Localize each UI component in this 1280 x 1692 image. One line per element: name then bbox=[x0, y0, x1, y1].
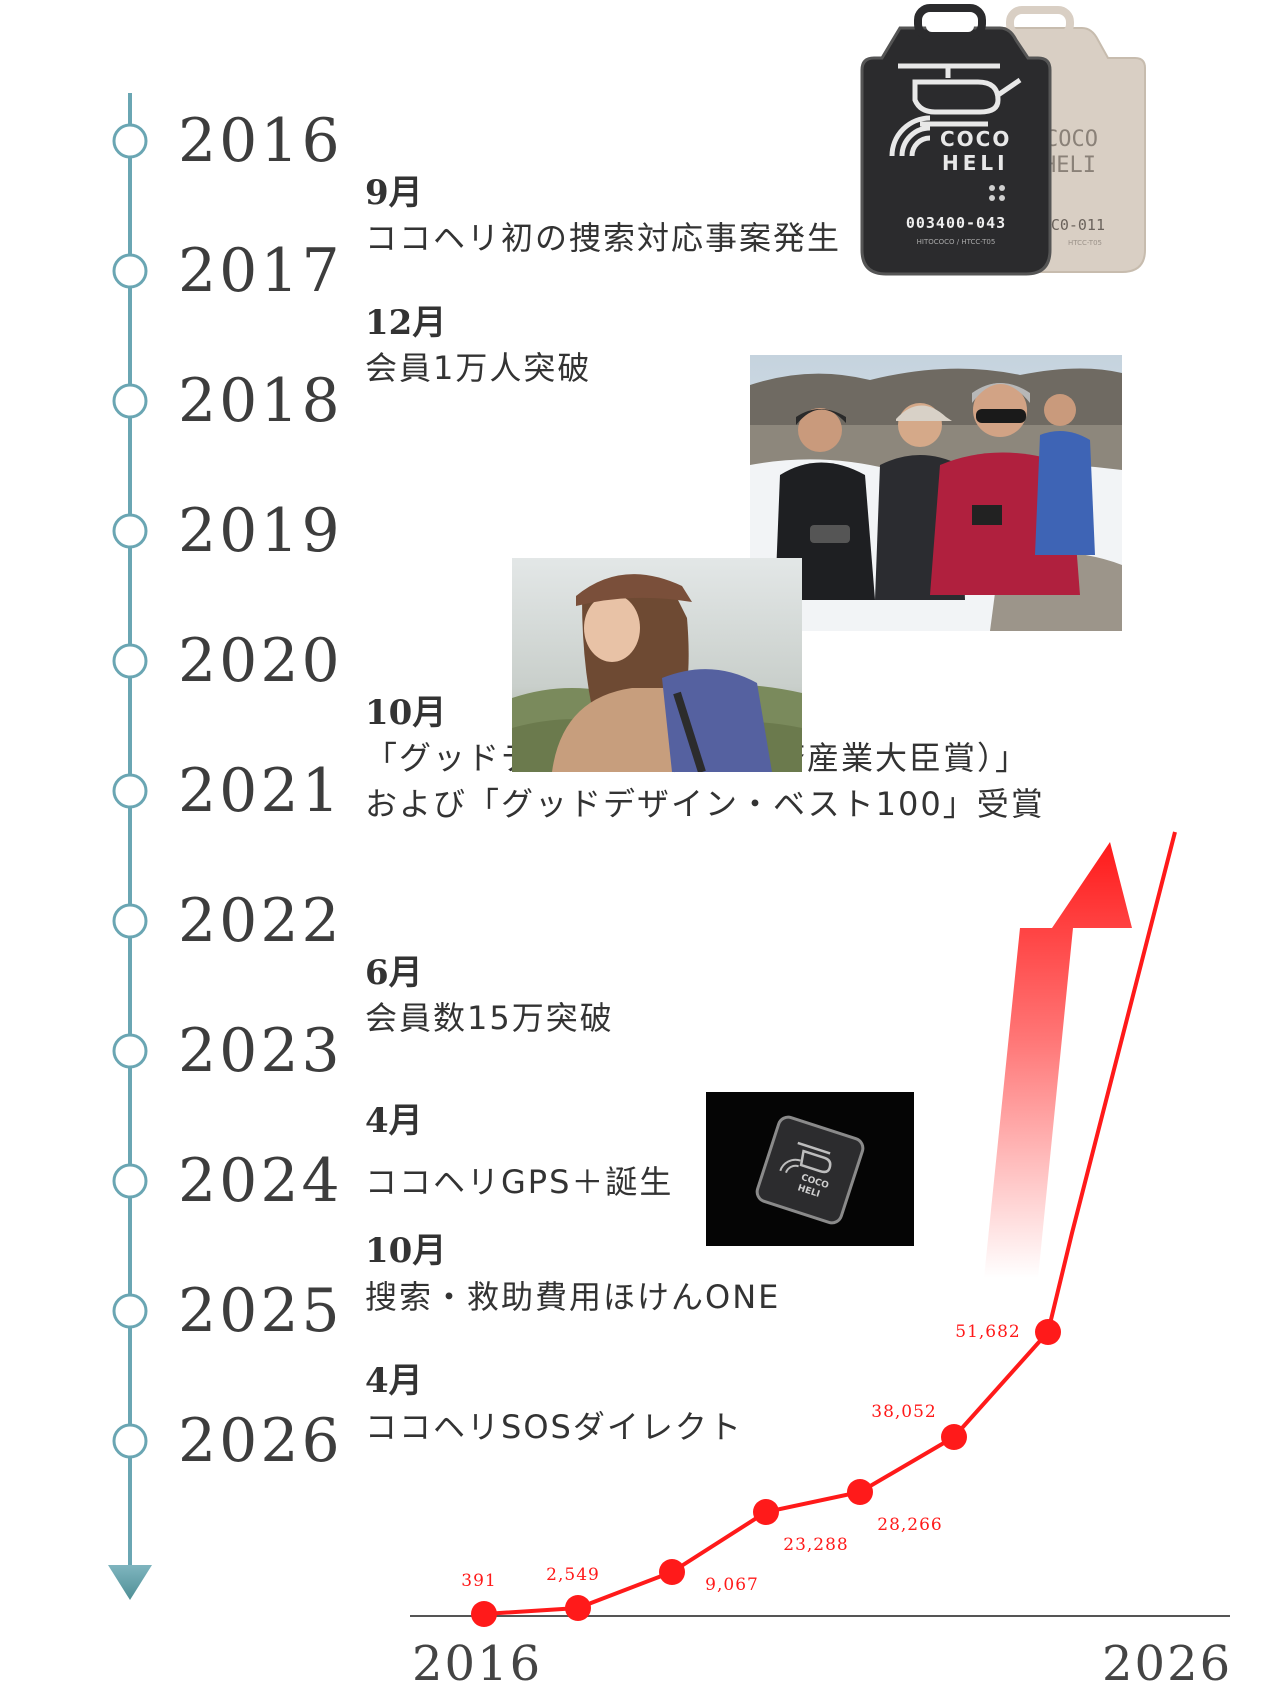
year-label-2021: 2021 bbox=[178, 756, 343, 826]
rising-arrow bbox=[984, 842, 1132, 1278]
device-front: COCO HELI 003400-043 HITOCOCO / HTCC-T05 bbox=[860, 4, 1052, 276]
event-month: 9月 bbox=[365, 173, 423, 213]
device-back-serial: C0-011 bbox=[1051, 216, 1105, 234]
year-label-2024: 2024 bbox=[178, 1146, 343, 1216]
chart-axis-start-label: 2016 bbox=[412, 1636, 543, 1692]
dots-icon bbox=[989, 185, 1005, 201]
year-marker-2026 bbox=[112, 1423, 148, 1459]
chart-axis-end-label: 2026 bbox=[1102, 1636, 1233, 1692]
year-label-2019: 2019 bbox=[178, 496, 343, 566]
timeline-arrow-head bbox=[108, 1565, 152, 1600]
event-month: 12月 bbox=[365, 303, 447, 343]
data-point bbox=[1035, 1319, 1061, 1345]
device-back-brand-1: COCO bbox=[1045, 127, 1098, 152]
event-description: ココヘリGPS＋誕生 bbox=[365, 1163, 674, 1201]
device-front-model: HITOCOCO / HTCC-T05 bbox=[917, 238, 996, 246]
event-description: 搜索・救助費用ほけんONE bbox=[365, 1278, 781, 1316]
year-label-2018: 2018 bbox=[178, 366, 343, 436]
device-front-serial: 003400-043 bbox=[906, 214, 1006, 232]
year-marker-2020 bbox=[112, 643, 148, 679]
year-label-2020: 2020 bbox=[178, 626, 343, 696]
year-label-2026: 2026 bbox=[178, 1406, 343, 1476]
event-description: 会員1万人突破 bbox=[365, 349, 592, 387]
year-label-2017: 2017 bbox=[178, 236, 343, 306]
gps-plus-device: COCO HELI bbox=[755, 1115, 865, 1225]
event-month: 10月 bbox=[365, 1231, 447, 1271]
device-front-brand-2: HELI bbox=[942, 151, 1009, 175]
data-label: 38,052 bbox=[871, 1402, 936, 1422]
year-marker-2018 bbox=[112, 383, 148, 419]
event-description: および「グッドデザイン・ベスト100」受賞 bbox=[365, 785, 1045, 823]
data-point bbox=[753, 1499, 779, 1525]
gps-plus-photo: COCO HELI bbox=[706, 1092, 914, 1246]
year-marker-2019 bbox=[112, 513, 148, 549]
data-point bbox=[941, 1424, 967, 1450]
year-label-2023: 2023 bbox=[178, 1016, 343, 1086]
data-point bbox=[847, 1479, 873, 1505]
data-label: 9,067 bbox=[705, 1575, 759, 1595]
event-month: 4月 bbox=[365, 1101, 423, 1141]
data-label: 2,549 bbox=[546, 1565, 600, 1585]
helicopter-icon bbox=[898, 63, 1022, 127]
device-back-brand-2: HELI bbox=[1043, 153, 1096, 178]
year-label-2022: 2022 bbox=[178, 886, 343, 956]
event-month: 4月 bbox=[365, 1361, 423, 1401]
year-marker-2022 bbox=[112, 903, 148, 939]
year-label-2016: 2016 bbox=[178, 106, 343, 176]
device-back-model: HTCC-T05 bbox=[1068, 239, 1102, 247]
year-marker-2025 bbox=[112, 1293, 148, 1329]
event-month: 10月 bbox=[365, 693, 447, 733]
data-point bbox=[565, 1595, 591, 1621]
rescue-team-photo bbox=[750, 355, 1122, 631]
event-description: ココヘリ初の捜索対応事案発生 bbox=[365, 219, 842, 257]
year-marker-2021 bbox=[112, 773, 148, 809]
event-description: 会員数15万突破 bbox=[365, 999, 614, 1037]
year-marker-2016 bbox=[112, 123, 148, 159]
event-month: 6月 bbox=[365, 953, 423, 993]
data-label: 391 bbox=[461, 1571, 496, 1591]
data-point bbox=[659, 1559, 685, 1585]
data-label: 51,682 bbox=[955, 1322, 1020, 1342]
year-marker-2024 bbox=[112, 1163, 148, 1199]
signal-icon bbox=[889, 115, 931, 157]
year-marker-2023 bbox=[112, 1033, 148, 1069]
data-label: 28,266 bbox=[877, 1515, 942, 1535]
device-front-brand-1: COCO bbox=[940, 127, 1011, 151]
data-label: 23,288 bbox=[783, 1535, 848, 1555]
data-point bbox=[471, 1601, 497, 1627]
hiker-photo bbox=[512, 558, 802, 772]
series-line bbox=[483, 831, 1177, 1616]
year-label-2025: 2025 bbox=[178, 1276, 343, 1346]
device-image: COCO HELI C0-011 HTCC-T05 COCO HELI 0034… bbox=[860, 4, 1146, 276]
event-description: ココヘリSOSダイレクト bbox=[365, 1408, 743, 1446]
year-marker-2017 bbox=[112, 253, 148, 289]
